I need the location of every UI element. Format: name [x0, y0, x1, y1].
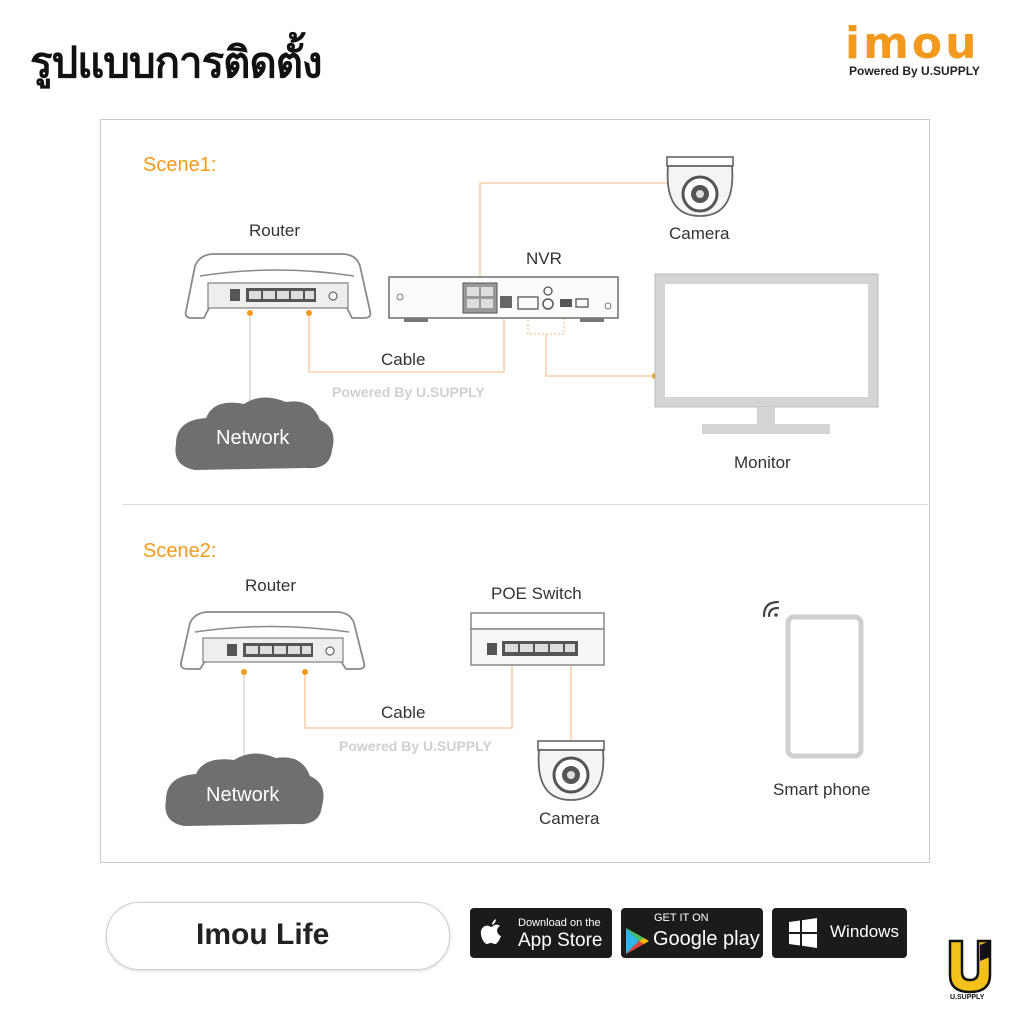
scene1-camera-icon [666, 156, 734, 217]
scene1-router-icon [184, 253, 372, 319]
scene2-network-label: Network [206, 784, 280, 806]
app-search-button[interactable] [379, 909, 431, 961]
scene1-network-label: Network [216, 427, 290, 449]
scene1-network-cloud-icon [175, 397, 334, 470]
apple-icon [480, 919, 501, 944]
brand-logo-text: imou [845, 18, 980, 69]
scene2-cable-label: Cable [381, 703, 426, 722]
scene2-router-label: Router [245, 576, 297, 595]
monitor-label: Monitor [734, 453, 791, 472]
monitor-icon [654, 273, 879, 434]
scene1-label: Scene1: [143, 154, 217, 176]
scene1-router-label: Router [249, 221, 301, 240]
diagram-panel [100, 119, 930, 863]
scene2-network-cloud-icon [165, 753, 324, 826]
scene2-camera-label: Camera [539, 809, 600, 828]
poe-switch-label: POE Switch [491, 584, 582, 603]
imou-life-app-banner[interactable] [106, 902, 450, 970]
smart-phone-label: Smart phone [773, 780, 871, 799]
scene2-cables [304, 662, 572, 741]
scene1-cable-label: Cable [381, 350, 426, 369]
scene1-cables [308, 182, 668, 377]
smart-phone-icon [785, 614, 864, 759]
google-play-small-text: GET IT ON [654, 912, 709, 924]
windows-button[interactable]: Windows [772, 908, 907, 958]
nvr-icon [388, 276, 619, 322]
wifi-icon [762, 600, 780, 618]
page-title: รูปแบบการติดตั้ง [30, 38, 323, 87]
app-name: Imou Life [196, 918, 330, 951]
nvr-label: NVR [526, 249, 562, 268]
windows-icon [789, 918, 817, 948]
camera-to-nvr-line [479, 182, 668, 282]
scene1-camera-label: Camera [669, 224, 730, 243]
corner-logo-text: U.SUPPLY [950, 994, 985, 1001]
app-store-small-text: Download on the [518, 917, 601, 929]
router-to-nvr-line [308, 313, 505, 373]
nvr-port-box [527, 317, 565, 335]
google-play-big-text: Google play [653, 928, 760, 950]
scene-divider [122, 504, 928, 505]
windows-text: Windows [830, 922, 899, 941]
scene2-label: Scene2: [143, 540, 217, 562]
scene2-camera-icon [537, 740, 605, 801]
u-supply-logo [948, 939, 992, 994]
app-store-big-text: App Store [518, 930, 603, 951]
brand-tagline: Powered By U.SUPPLY [849, 64, 980, 78]
scene1-watermark: Powered By U.SUPPLY [332, 384, 485, 400]
scene2-watermark: Powered By U.SUPPLY [339, 738, 492, 754]
app-store-button[interactable]: Download on the App Store [470, 908, 612, 958]
brand-logo: imou Powered By U.SUPPLY [845, 18, 1005, 79]
poe-switch-icon [470, 612, 605, 666]
nvr-to-monitor-line [545, 334, 655, 377]
router-to-poe-line [304, 662, 513, 729]
play-icon [626, 928, 649, 954]
google-play-button[interactable]: GET IT ON Google play [621, 908, 763, 958]
scene2-router-icon [179, 611, 366, 670]
